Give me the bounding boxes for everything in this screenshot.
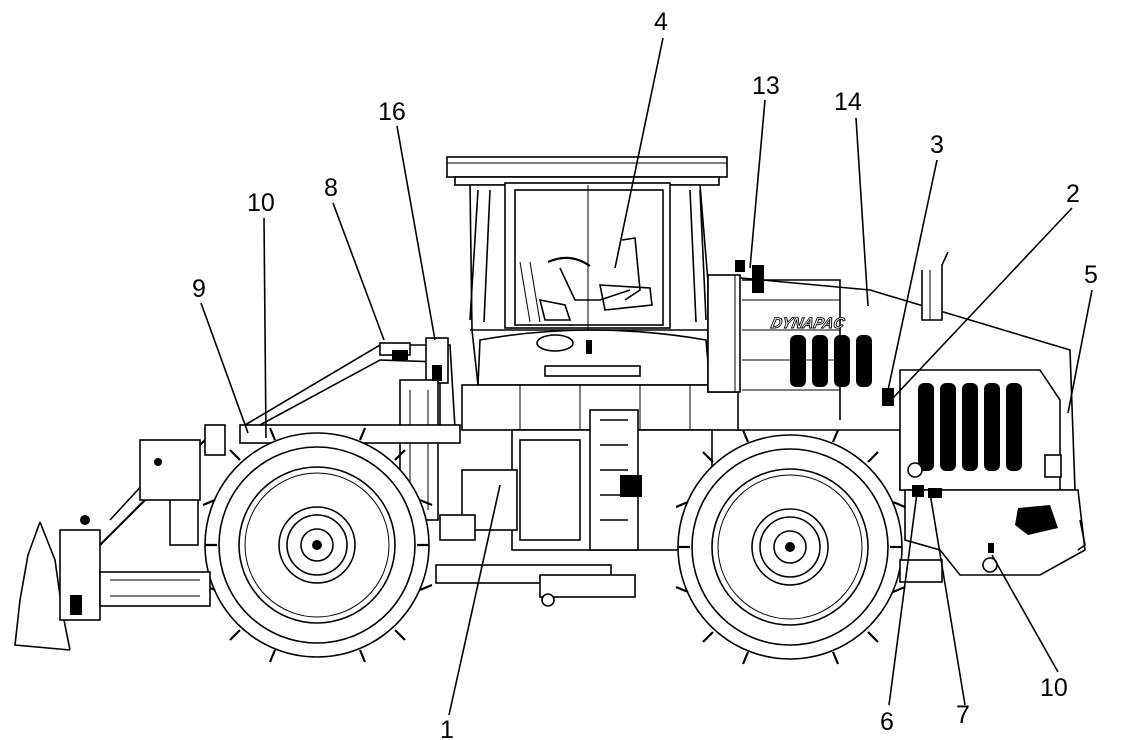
operator-cab [469,182,713,386]
leader-2 [892,207,1073,399]
leader-7 [929,492,966,706]
leader-13 [749,99,766,269]
callout-10-bottom: 10 [1040,674,1068,702]
machine-badge: DYNAPAC [769,315,847,332]
callout-5: 5 [1084,261,1098,289]
leader-1 [448,484,501,716]
callout-10-top: 10 [247,189,275,217]
callout-1: 1 [440,716,454,740]
leader-9 [200,302,249,434]
rear-wheel [675,429,943,665]
callout-16: 16 [378,98,406,126]
cab-roof [446,156,728,186]
front-wheel [202,427,433,663]
callout-2: 2 [1066,180,1080,208]
leader-4 [614,37,664,269]
callout-13: 13 [752,72,780,100]
callout-9: 9 [192,275,206,303]
leader-10b [991,554,1059,673]
callout-14: 14 [834,88,862,116]
leader-8 [332,202,385,341]
machine-illustration: DYNAPAC [14,156,1086,665]
engine-hood: DYNAPAC [707,251,1086,576]
callout-7: 7 [956,701,970,729]
front-blade [14,439,211,651]
leader-5 [1067,289,1093,414]
callout-numbers: 4 13 14 16 3 2 10 8 5 9 1 6 7 10 [192,8,1098,740]
callout-3: 3 [930,131,944,159]
leader-lines [200,37,1093,716]
callout-6: 6 [880,708,894,736]
leader-14 [855,117,869,307]
leader-6 [888,492,918,706]
leader-3 [886,159,938,396]
leader-16 [396,125,436,341]
front-body [204,337,476,541]
callout-4: 4 [654,8,668,36]
callout-8: 8 [324,174,338,202]
leader-10a [263,217,267,439]
